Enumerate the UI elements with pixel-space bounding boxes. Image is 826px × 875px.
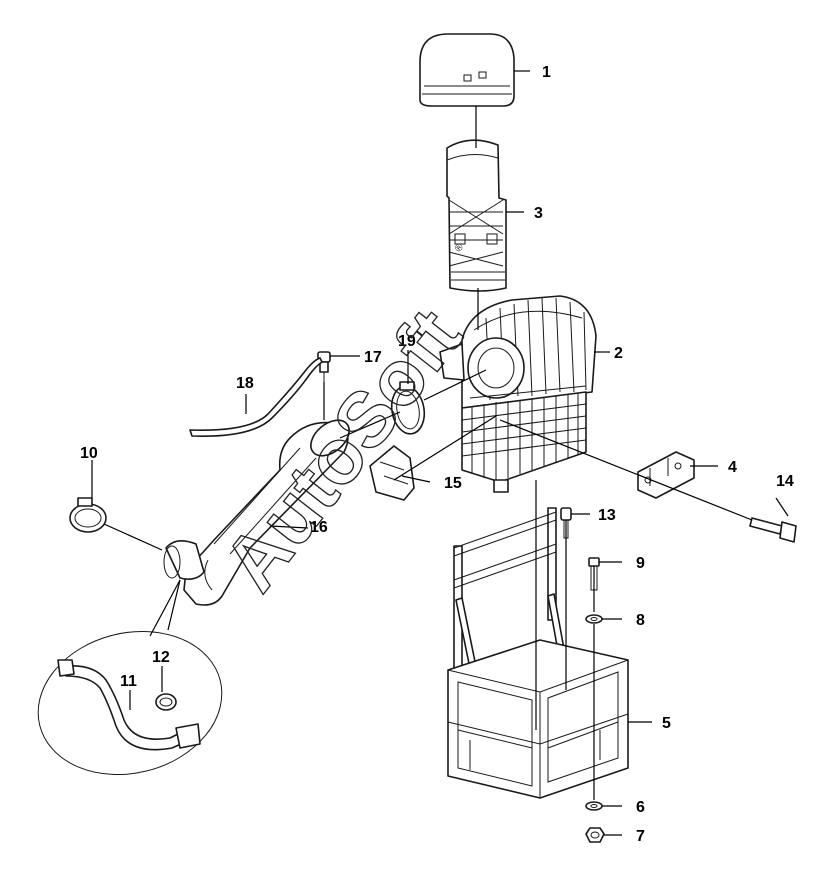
callout-13: 13 [598, 507, 616, 524]
callout-14: 14 [776, 473, 794, 490]
sensor-tube [189, 357, 323, 437]
hose-clamp-10 [69, 497, 107, 533]
leader-lines [91, 70, 789, 836]
callout-12: 12 [152, 649, 170, 666]
intake-duct [446, 139, 507, 292]
washer-6 [585, 801, 603, 811]
callout-15: 15 [444, 475, 462, 492]
callout-10: 10 [80, 445, 98, 462]
intake-cap [419, 33, 515, 107]
callout-7: 7 [636, 828, 645, 845]
watermark-text: AutoSoft [206, 293, 478, 607]
washer-8 [585, 614, 603, 624]
callout-labels: 1 2 3 4 5 6 7 8 9 10 11 12 13 14 15 16 1… [80, 64, 794, 845]
callout-16: 16 [310, 519, 328, 536]
support-stand [447, 507, 629, 799]
callout-4: 4 [728, 459, 737, 476]
callout-3: 3 [534, 205, 543, 222]
callout-18: 18 [236, 375, 254, 392]
long-bolt [749, 517, 797, 543]
callout-2: 2 [614, 345, 623, 362]
air-cleaner-housing [439, 295, 597, 409]
detail-view [37, 630, 223, 776]
callout-6: 6 [636, 799, 645, 816]
hose-clamp-19 [390, 381, 426, 435]
callout-17: 17 [364, 349, 382, 366]
hose-collar [163, 540, 205, 580]
callout-9: 9 [636, 555, 645, 572]
intake-hose [183, 419, 350, 606]
mesh-frame [461, 391, 587, 493]
hex-nut [585, 827, 605, 843]
pressure-sensor [317, 351, 331, 382]
callout-11: 11 [120, 673, 137, 690]
callout-8: 8 [636, 612, 645, 629]
callout-19: 19 [398, 333, 416, 350]
mounting-bracket [637, 451, 695, 499]
callout-1: 1 [542, 64, 551, 81]
callout-5: 5 [662, 715, 671, 732]
elbow-bracket [369, 445, 415, 501]
